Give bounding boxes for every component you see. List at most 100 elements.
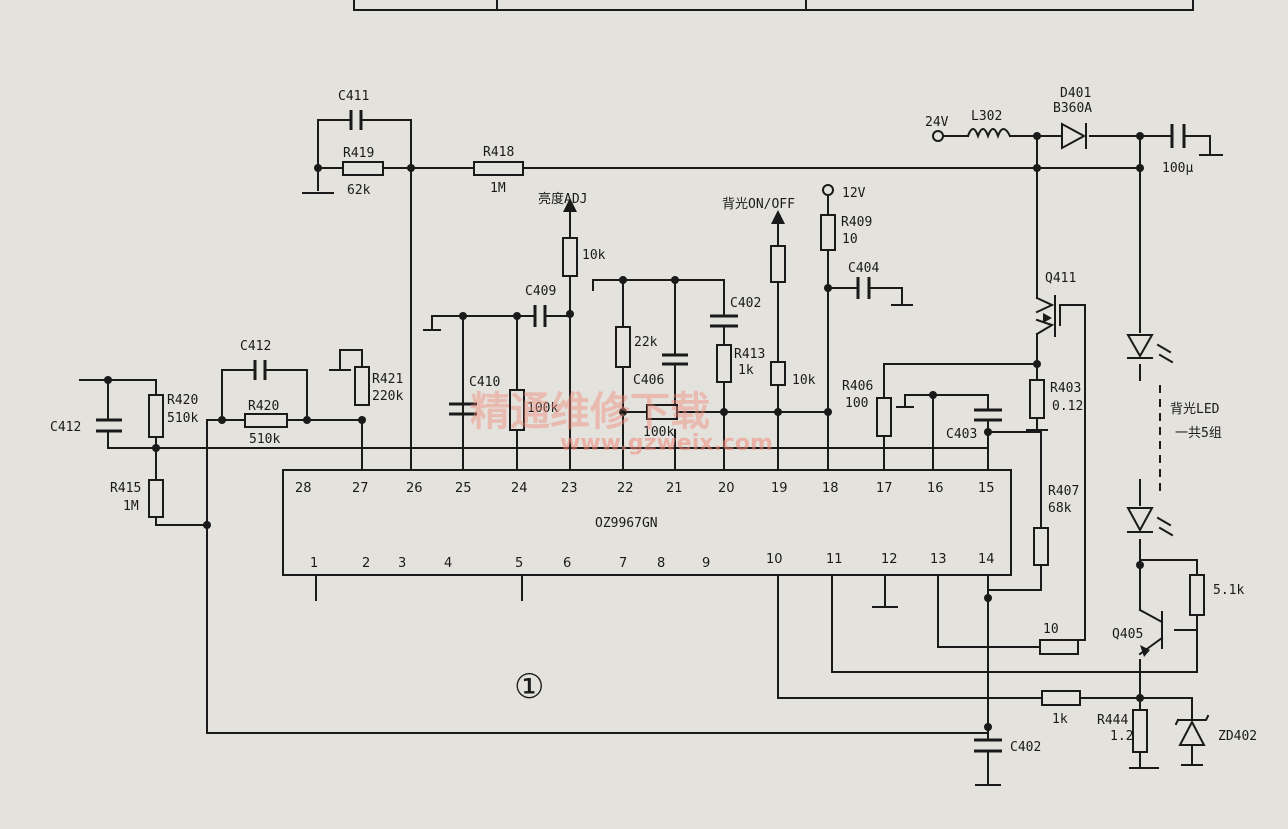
label-d401-value: B360A <box>1053 101 1092 116</box>
pin-28: 28 <box>295 481 312 496</box>
res-5k1 <box>1189 574 1205 616</box>
res-22k <box>615 326 631 368</box>
res-10k-adj <box>562 237 578 277</box>
transistor-q405-icon <box>1138 608 1164 657</box>
label-r420-left-value: 510k <box>167 411 198 426</box>
label-adj: 亮度ADJ <box>538 191 587 207</box>
ic-top-pin-numbers: 28 27 26 25 24 23 22 21 20 19 18 17 16 1… <box>295 481 995 496</box>
pin-19: 19 <box>771 481 788 496</box>
cap-c411 <box>349 110 363 130</box>
terminal-12v-icon <box>822 184 834 196</box>
res-r409 <box>820 214 836 251</box>
label-bl: 背光ON/OFF <box>722 197 795 212</box>
pin-13: 13 <box>930 552 947 567</box>
arrow-adj-icon <box>563 198 577 212</box>
label-q405: Q405 <box>1112 627 1143 642</box>
label-10k-adj: 10k <box>582 248 606 263</box>
label-10: 10 <box>1043 622 1059 637</box>
figure-number: ① <box>514 667 544 707</box>
label-5k1: 5.1k <box>1213 583 1244 598</box>
label-c404: C404 <box>848 261 879 276</box>
pin-4: 4 <box>444 556 452 571</box>
top-table-border <box>353 0 1194 11</box>
label-100u: 100μ <box>1162 161 1193 176</box>
ic-body <box>282 469 1012 576</box>
label-c402-top: C402 <box>730 296 761 311</box>
label-1k: 1k <box>1052 712 1068 727</box>
pin-5: 5 <box>515 556 523 571</box>
label-100k-20: 100k <box>643 425 674 440</box>
pin-12: 12 <box>881 552 898 567</box>
pin-8: 8 <box>657 556 665 571</box>
cap-c402-top <box>710 314 738 328</box>
cap-c403 <box>974 408 1002 422</box>
arrow-bl-icon <box>771 210 785 224</box>
cap-c406 <box>662 353 688 366</box>
pin-27: 27 <box>352 481 369 496</box>
res-r403 <box>1029 379 1045 419</box>
label-r409: R409 <box>841 215 872 230</box>
pin-15: 15 <box>978 481 995 496</box>
cap-c412-left <box>96 418 122 433</box>
component-labels: C411 R419 62k R418 1M 亮度ADJ 10k 背光ON/OFF… <box>50 86 1257 755</box>
label-12v: 12V <box>842 186 866 201</box>
pin-11: 11 <box>826 552 843 567</box>
label-24v: 24V <box>925 115 949 130</box>
junction-dots <box>104 132 1144 731</box>
inductor-l302-icon <box>966 128 1012 139</box>
label-c403: C403 <box>946 427 977 442</box>
res-r407 <box>1033 527 1049 566</box>
label-r418-value: 1M <box>490 181 506 196</box>
label-l302: L302 <box>971 109 1002 124</box>
label-r403-value: 0.12 <box>1052 399 1083 414</box>
pin-17: 17 <box>876 481 893 496</box>
res-r406 <box>876 397 892 437</box>
zener-zd402-icon <box>1174 714 1210 746</box>
label-c412-left: C412 <box>50 420 81 435</box>
res-bl <box>770 245 786 283</box>
pin-10: 10 <box>766 552 783 567</box>
label-r403: R403 <box>1050 381 1081 396</box>
watermark-url: www.gzweix.com <box>560 431 773 456</box>
label-led-count: 一共5组 <box>1175 426 1222 441</box>
cap-c402-bottom <box>974 738 1002 753</box>
label-r420-mid: R420 <box>248 399 279 414</box>
res-r420-left <box>148 394 164 438</box>
label-c411: C411 <box>338 89 369 104</box>
pin-26: 26 <box>406 481 423 496</box>
pin-23: 23 <box>561 481 578 496</box>
ic-part-label: OZ9967GN <box>595 516 658 531</box>
label-r419-value: 62k <box>347 183 371 198</box>
pin-20: 20 <box>718 481 735 496</box>
label-r406-value: 100 <box>845 396 868 411</box>
label-r415: R415 <box>110 481 141 496</box>
pin-1: 1 <box>310 556 318 571</box>
res-r413 <box>716 344 732 383</box>
cap-c410 <box>449 402 477 416</box>
mosfet-q411-icon <box>1035 295 1061 337</box>
pin-16: 16 <box>927 481 944 496</box>
label-q411: Q411 <box>1045 271 1076 286</box>
res-r420-mid <box>244 413 288 428</box>
res-100k-24 <box>509 389 525 431</box>
label-c410: C410 <box>469 375 500 390</box>
pin-6: 6 <box>563 556 571 571</box>
res-r444 <box>1132 709 1148 753</box>
res-r415 <box>148 479 164 518</box>
label-r409-value: 10 <box>842 232 858 247</box>
res-r419 <box>342 161 384 176</box>
label-100k-24: 100k <box>527 401 558 416</box>
diode-d401-icon <box>1061 122 1087 150</box>
led-bottom-icon <box>1126 507 1174 537</box>
ic-bottom-pin-numbers: 1 2 3 4 5 6 7 8 9 10 11 12 13 14 <box>310 552 995 571</box>
pin-25: 25 <box>455 481 472 496</box>
label-c412-top: C412 <box>240 339 271 354</box>
label-c406: C406 <box>633 373 664 388</box>
pin-9: 9 <box>702 556 710 571</box>
label-10k-19: 10k <box>792 373 816 388</box>
pin-24: 24 <box>511 481 528 496</box>
label-r419: R419 <box>343 146 374 161</box>
label-r406: R406 <box>842 379 873 394</box>
capacitors <box>96 110 1186 753</box>
